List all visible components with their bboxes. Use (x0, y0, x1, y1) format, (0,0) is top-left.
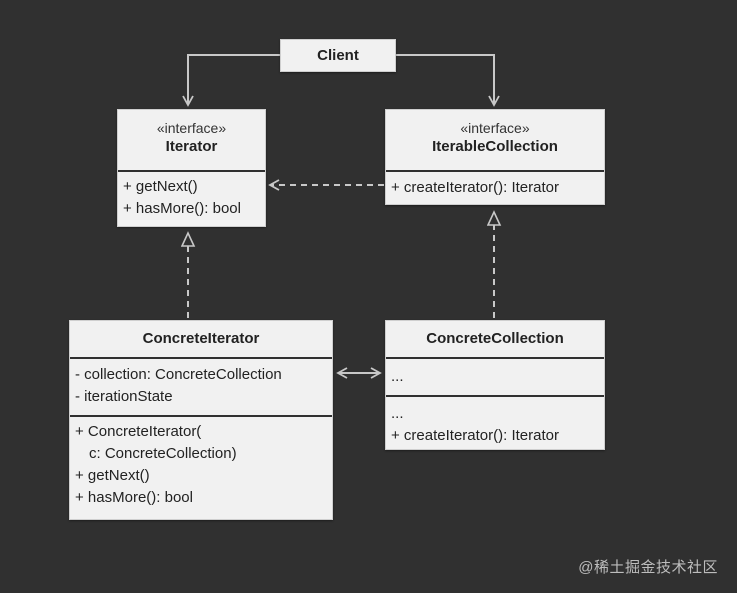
client-to-iterator-arrow (182, 54, 280, 107)
concrete-collection-field: ... (391, 368, 404, 385)
concrete-iterator-method: + getNext() (75, 467, 150, 484)
concrete-iterator-method: + ConcreteIterator( (75, 423, 202, 440)
iterator-interface-box: «interface» Iterator + getNext() + hasMo… (117, 109, 266, 227)
concrete-iterator-name: ConcreteIterator (142, 330, 260, 347)
concrete-collection-name: ConcreteCollection (426, 330, 564, 347)
iterable-collection-stereotype: «interface» (460, 120, 530, 136)
concrete-iterator-method-param: c: ConcreteCollection) (89, 445, 237, 462)
iterator-method: + getNext() (123, 178, 198, 195)
iterator-method: + hasMore(): bool (123, 200, 241, 217)
client-to-collection-arrow (396, 54, 500, 107)
iterable-collection-interface-box: «interface» IterableCollection + createI… (385, 109, 605, 205)
iterable-collection-name: IterableCollection (432, 138, 558, 155)
iterator-stereotype: «interface» (156, 120, 227, 136)
client-box: Client (280, 39, 396, 72)
watermark: @稀土掘金技术社区 (578, 559, 718, 576)
concrete-collection-box: ConcreteCollection ... ... + createItera… (385, 320, 605, 450)
iterator-name: Iterator (165, 138, 218, 155)
concrete-iterator-method: + hasMore(): bool (75, 489, 193, 506)
client-label: Client (317, 47, 359, 64)
concrete-collection-method: ... (391, 405, 404, 422)
concrete-iterator-field: - iterationState (75, 388, 173, 405)
concrete-collection-method: + createIterator(): Iterator (391, 427, 559, 444)
iterable-collection-method: + createIterator(): Iterator (391, 179, 559, 196)
concrete-iterator-field: - collection: ConcreteCollection (75, 366, 282, 383)
concrete-iterator-box: ConcreteIterator - collection: ConcreteC… (69, 320, 333, 520)
